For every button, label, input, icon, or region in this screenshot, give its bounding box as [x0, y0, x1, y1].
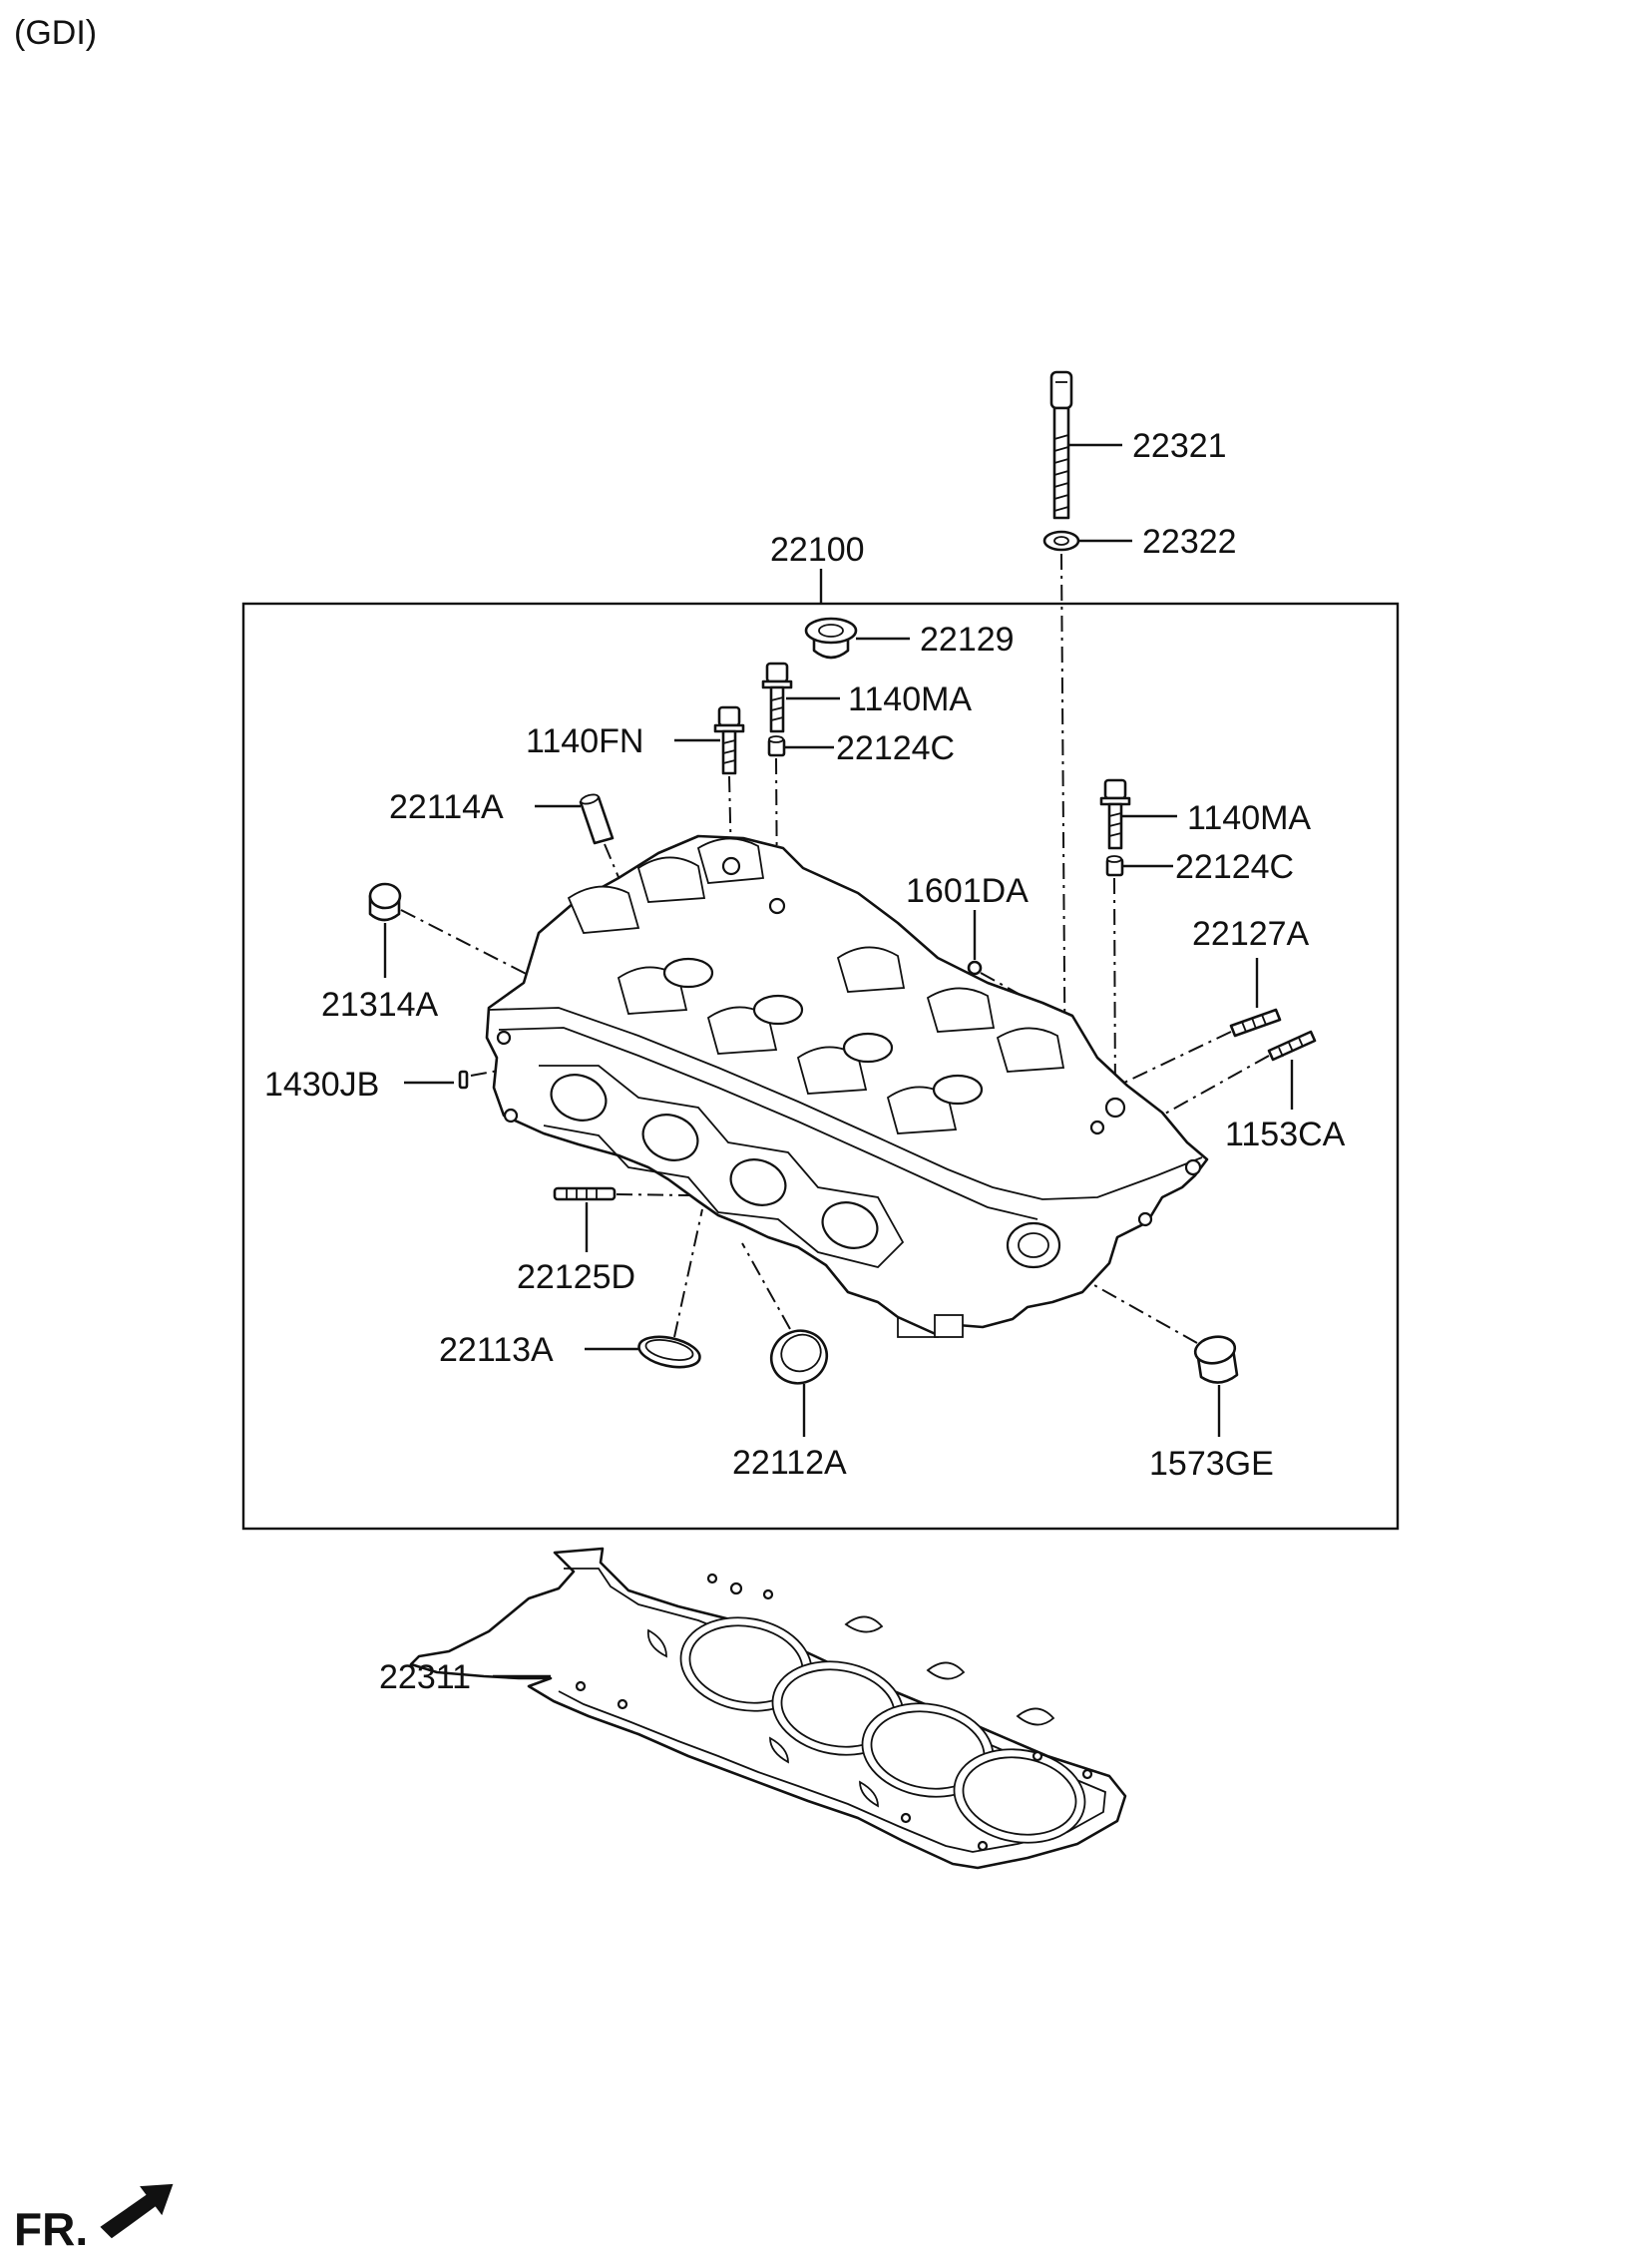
callout-1430JB[interactable]: 1430JB [264, 1066, 379, 1104]
callout-22127A[interactable]: 22127A [1192, 915, 1310, 953]
sensor-1430JB-part[interactable] [458, 1070, 469, 1090]
cap-21314A-part[interactable] [368, 882, 402, 922]
callout-22112A[interactable]: 22112A [732, 1444, 847, 1482]
dowel-22124C-top-part[interactable] [767, 735, 786, 757]
callout-22114A[interactable]: 22114A [389, 788, 504, 826]
bolt-1140MA-right-part[interactable] [1099, 778, 1131, 850]
pin-22114A-part[interactable] [579, 793, 615, 845]
callout-22321[interactable]: 22321 [1132, 427, 1227, 465]
callout-1601DA[interactable]: 1601DA [906, 872, 1029, 910]
callout-22113A[interactable]: 22113A [439, 1331, 554, 1369]
plug-22129-part[interactable] [804, 617, 858, 660]
seal-22112A-part[interactable] [763, 1322, 834, 1391]
washer-22322-part[interactable] [1042, 530, 1080, 552]
callout-1140FN[interactable]: 1140FN [526, 722, 643, 760]
callout-1140MA-top[interactable]: 1140MA [848, 680, 972, 718]
bolt-22321-part[interactable] [1049, 370, 1073, 520]
bolt-1140MA-top-part[interactable] [761, 662, 793, 733]
stud-1153CA-part[interactable] [1267, 1030, 1317, 1062]
direction-label: FR. [14, 2203, 88, 2255]
callout-22124C-right[interactable]: 22124C [1175, 848, 1294, 886]
stud-22127A-part[interactable] [1229, 1008, 1282, 1038]
dowel-22124C-right-part[interactable] [1105, 855, 1124, 877]
cylinder-head-illustration [485, 834, 1209, 1338]
callout-1573GE[interactable]: 1573GE [1149, 1445, 1274, 1483]
callout-1140MA-right[interactable]: 1140MA [1187, 799, 1311, 837]
callout-1153CA[interactable]: 1153CA [1225, 1116, 1346, 1153]
ball-1601DA-part[interactable] [967, 960, 983, 976]
stud-22125D-part[interactable] [553, 1186, 617, 1201]
callout-22125D[interactable]: 22125D [517, 1258, 635, 1296]
callout-22311[interactable]: 22311 [379, 1658, 471, 1696]
variant-label: (GDI) [14, 14, 97, 52]
callout-22322[interactable]: 22322 [1142, 523, 1237, 561]
front-direction-arrow-icon [100, 2183, 174, 2239]
cap-1573GE-part[interactable] [1193, 1334, 1239, 1384]
callout-22124C-top[interactable]: 22124C [836, 729, 955, 767]
callout-22129[interactable]: 22129 [920, 621, 1015, 659]
callout-22100[interactable]: 22100 [770, 531, 865, 569]
bolt-1140FN-part[interactable] [713, 705, 745, 775]
callout-21314A[interactable]: 21314A [321, 986, 439, 1024]
head-gasket-22311-part[interactable] [409, 1547, 1127, 1870]
seal-22113A-part[interactable] [636, 1332, 702, 1372]
